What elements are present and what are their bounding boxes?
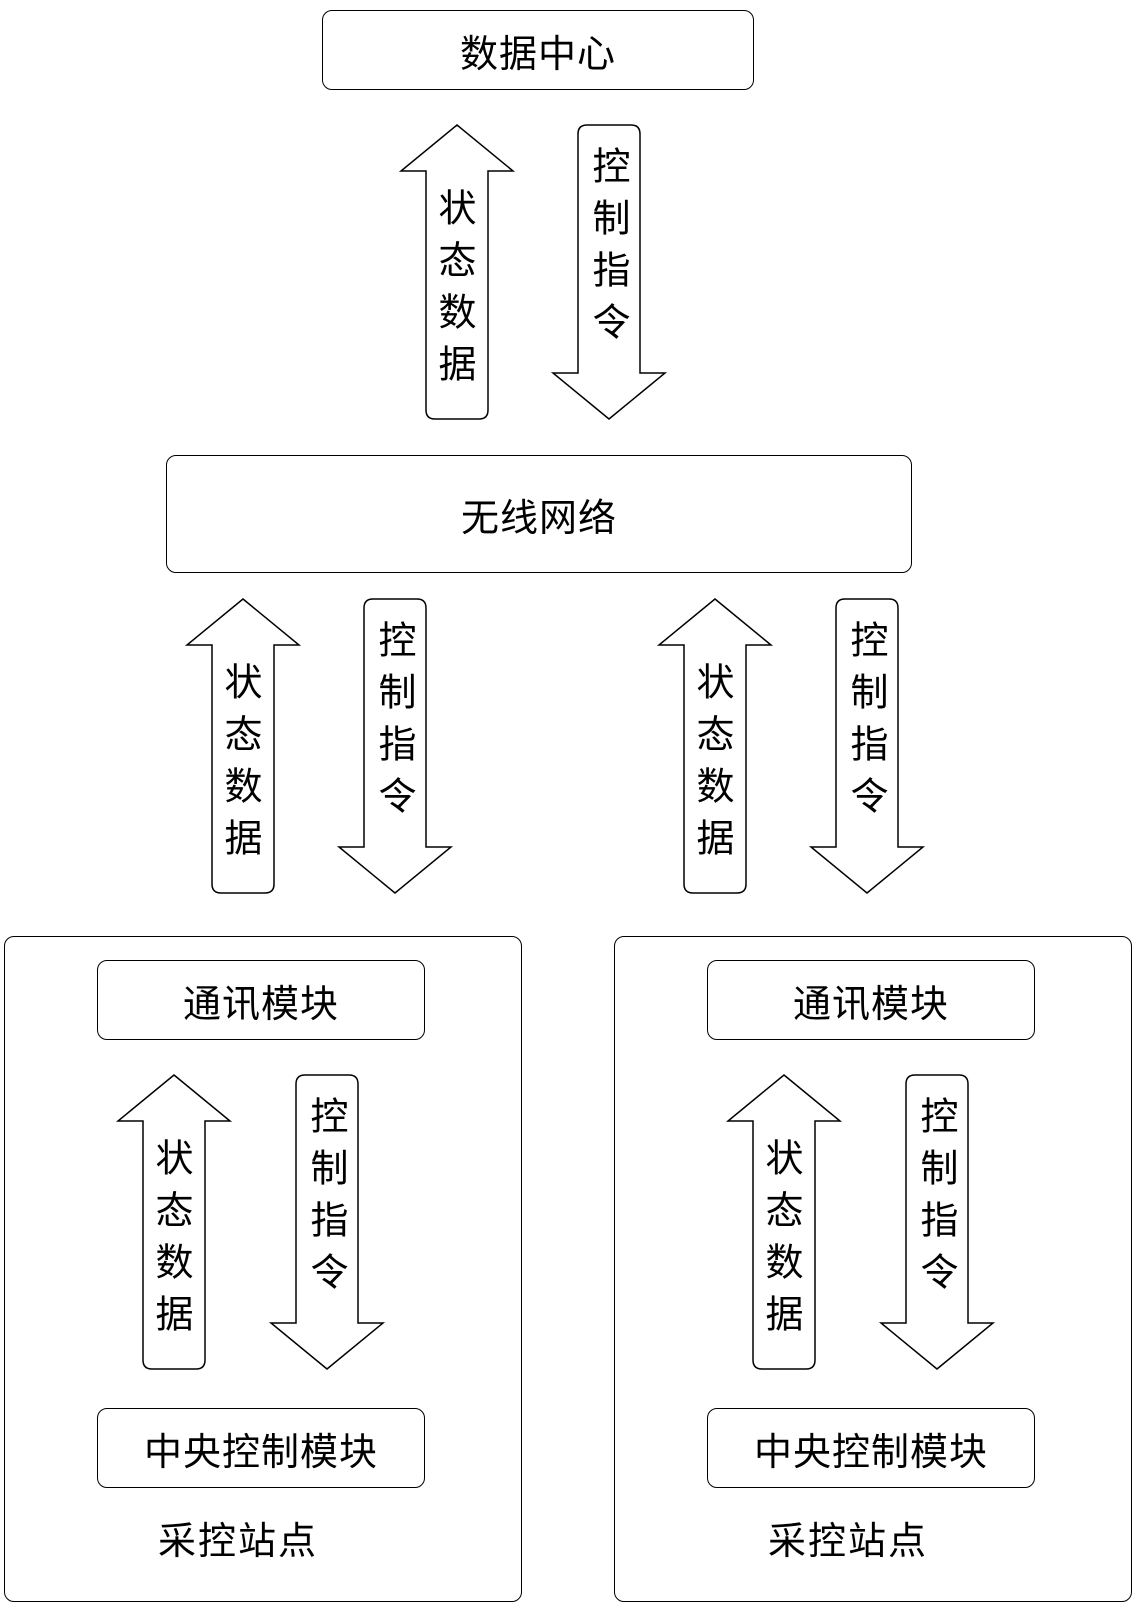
central-control-module-box: 中央控制模块 [707, 1408, 1035, 1488]
wireless-network-label: 无线网络 [460, 495, 617, 540]
status-data-up-label: 状态数据 [432, 188, 476, 396]
status-data-up-arrow [725, 1074, 843, 1370]
station-label: 采控站点 [768, 1519, 929, 1563]
control-command-down-arrow [550, 124, 668, 420]
status-data-up-arrow [656, 598, 774, 894]
control-command-down-label: 控制指令 [914, 1096, 958, 1304]
comm-module-label: 通讯模块 [182, 981, 339, 1026]
acquisition-control-station-left [4, 936, 522, 1602]
status-data-up-arrow [398, 124, 516, 420]
acquisition-control-station-right [614, 936, 1132, 1602]
control-command-down-label: 控制指令 [844, 620, 888, 828]
central-control-module-label: 中央控制模块 [753, 1429, 988, 1474]
control-command-down-label: 控制指令 [586, 146, 630, 354]
comm-module-box: 通讯模块 [97, 960, 425, 1040]
status-data-up-arrow [184, 598, 302, 894]
control-command-down-arrow [268, 1074, 386, 1370]
wireless-network-box: 无线网络 [166, 455, 912, 573]
status-data-up-label: 状态数据 [149, 1138, 193, 1346]
control-command-down-label: 控制指令 [372, 620, 416, 828]
status-data-up-arrow [115, 1074, 233, 1370]
control-command-down-arrow [808, 598, 926, 894]
central-control-module-box: 中央控制模块 [97, 1408, 425, 1488]
data-center-label: 数据中心 [459, 31, 616, 76]
comm-module-label: 通讯模块 [792, 981, 949, 1026]
status-data-up-label: 状态数据 [759, 1138, 803, 1346]
status-data-up-label: 状态数据 [690, 662, 734, 870]
status-data-up-label: 状态数据 [218, 662, 262, 870]
control-command-down-arrow [878, 1074, 996, 1370]
control-command-down-arrow [336, 598, 454, 894]
comm-module-box: 通讯模块 [707, 960, 1035, 1040]
data-center-box: 数据中心 [322, 10, 754, 90]
central-control-module-label: 中央控制模块 [143, 1429, 378, 1474]
control-command-down-label: 控制指令 [304, 1096, 348, 1304]
station-label: 采控站点 [158, 1519, 319, 1563]
